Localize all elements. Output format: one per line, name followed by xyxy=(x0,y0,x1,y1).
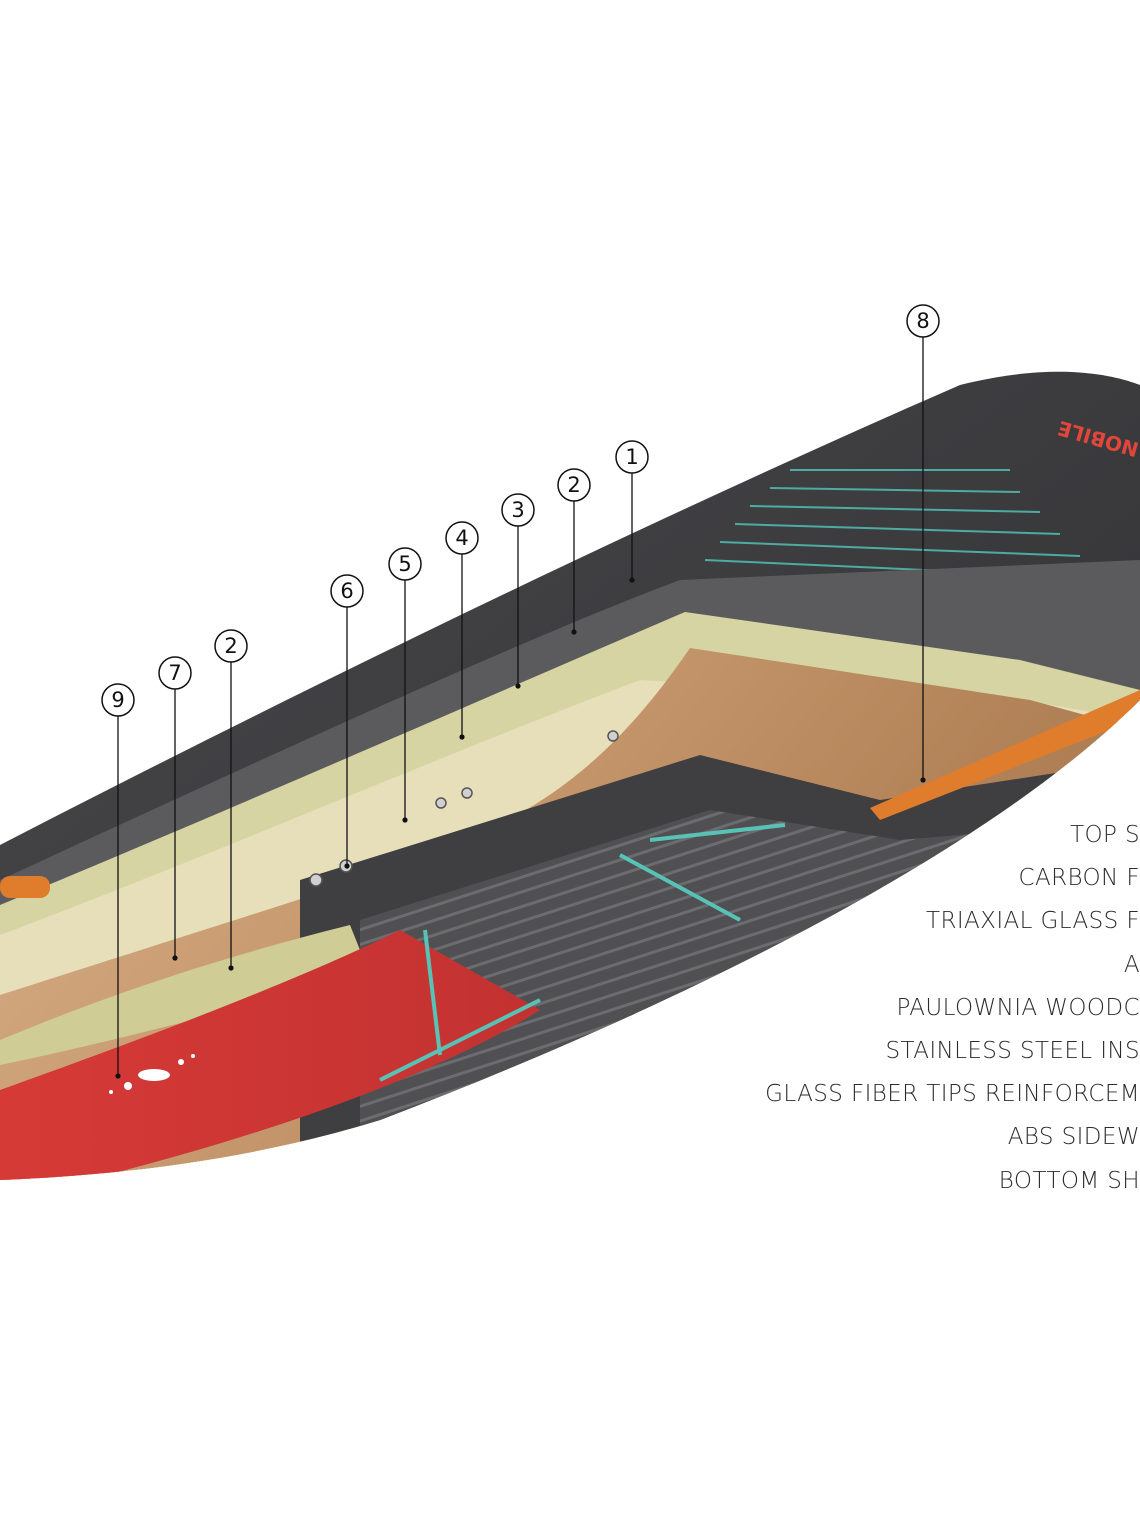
layer-legend: TOP S CARBON F TRIAXIAL GLASS F A PAULOW… xyxy=(680,814,1140,1203)
callout-number: 2 xyxy=(567,473,580,497)
callout-circle xyxy=(158,656,192,690)
callout-number: 9 xyxy=(111,688,124,712)
callout-anchor-dot xyxy=(402,817,408,823)
callout-group: 1 2 3 4 5 6 2 7 9 8 xyxy=(101,304,940,1079)
legend-item-top-sheet: TOP S xyxy=(1070,822,1140,848)
callout-number: 5 xyxy=(398,552,411,576)
legend-item-abs: A xyxy=(1123,951,1140,978)
callout-number: 4 xyxy=(455,526,468,550)
callout-anchor-dot xyxy=(515,683,521,689)
callout-circle xyxy=(101,683,135,717)
callout-circle xyxy=(445,521,479,555)
legend-item-triaxial-glass: TRIAXIAL GLASS F xyxy=(926,908,1140,935)
legend-item-stainless-steel-inserts: STAINLESS STEEL INS xyxy=(885,1037,1140,1064)
bottom-accent-lines xyxy=(379,823,786,1082)
glass-tip-reinforcement xyxy=(0,925,370,1065)
callout-anchor-dot xyxy=(629,577,635,583)
bottom-holes xyxy=(109,1054,195,1094)
abs-sidewall xyxy=(870,690,1140,820)
callout-anchor-dot xyxy=(459,734,465,740)
tip-insert-slot xyxy=(0,876,50,898)
callout-number: 1 xyxy=(625,445,638,469)
callout-circle xyxy=(557,468,591,502)
callout-anchor-dot xyxy=(344,863,350,869)
legend-item-glass-fiber-tips: GLASS FIBER TIPS REINFORCEM xyxy=(765,1081,1140,1108)
callout-anchor-dot xyxy=(920,777,926,783)
legend-item-bottom-sheet: BOTTOM SH xyxy=(998,1167,1140,1194)
callout-circle xyxy=(388,547,422,581)
callout-anchor-dot xyxy=(228,965,234,971)
callout-circle xyxy=(330,574,364,608)
callout-circle xyxy=(615,440,649,474)
callout-number: 3 xyxy=(511,498,524,522)
callout-circle xyxy=(501,493,535,527)
callout-number: 8 xyxy=(916,309,929,333)
callout-anchor-dot xyxy=(172,955,178,961)
stainless-steel-inserts xyxy=(309,730,619,887)
callout-anchor-dot xyxy=(115,1073,121,1079)
callout-anchor-dot xyxy=(571,629,577,635)
callout-circle xyxy=(214,629,248,663)
callout-circle xyxy=(906,304,940,338)
legend-item-carbon-fiber: CARBON F xyxy=(1018,865,1140,892)
callout-number: 2 xyxy=(224,634,237,658)
legend-item-abs-sidewall: ABS SIDEW xyxy=(1007,1124,1140,1151)
legend-item-paulownia-woodcore: PAULOWNIA WOODC xyxy=(896,994,1140,1021)
bottom-sheet-layer xyxy=(0,930,540,1180)
callout-number: 7 xyxy=(168,661,181,685)
callout-number: 6 xyxy=(340,579,353,603)
